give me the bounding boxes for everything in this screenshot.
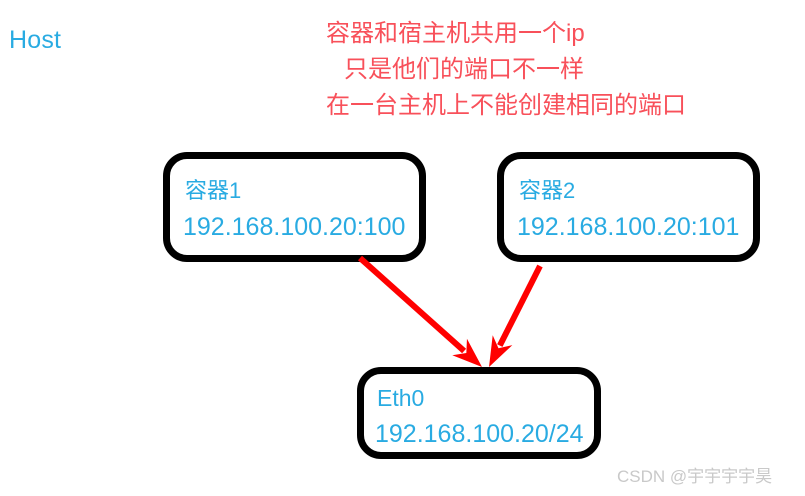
node-box-container1[interactable] [163, 152, 426, 262]
annotation-line-2: 只是他们的端口不一样 [344, 56, 584, 83]
annotation-line-1: 容器和宿主机共用一个ip [326, 20, 585, 47]
arrow-container1-to-eth0-head [452, 338, 482, 367]
node-box-container2[interactable] [497, 152, 760, 262]
host-label: Host [9, 26, 62, 54]
arrow-container2-to-eth0-shaft [497, 264, 543, 347]
node-box-eth0[interactable] [357, 367, 601, 459]
arrow-group [358, 255, 543, 367]
arrow-container2-to-eth0-head [489, 335, 513, 367]
arrow-container1-to-eth0-shaft [358, 255, 467, 354]
annotation-text-block: 容器和宿主机共用一个ip 只是他们的端口不一样 在一台主机上不能创建相同的端口 [322, 16, 722, 124]
annotation-line-3: 在一台主机上不能创建相同的端口 [326, 92, 686, 119]
csdn-watermark: CSDN @宇宇宇宇昊 [617, 467, 773, 486]
